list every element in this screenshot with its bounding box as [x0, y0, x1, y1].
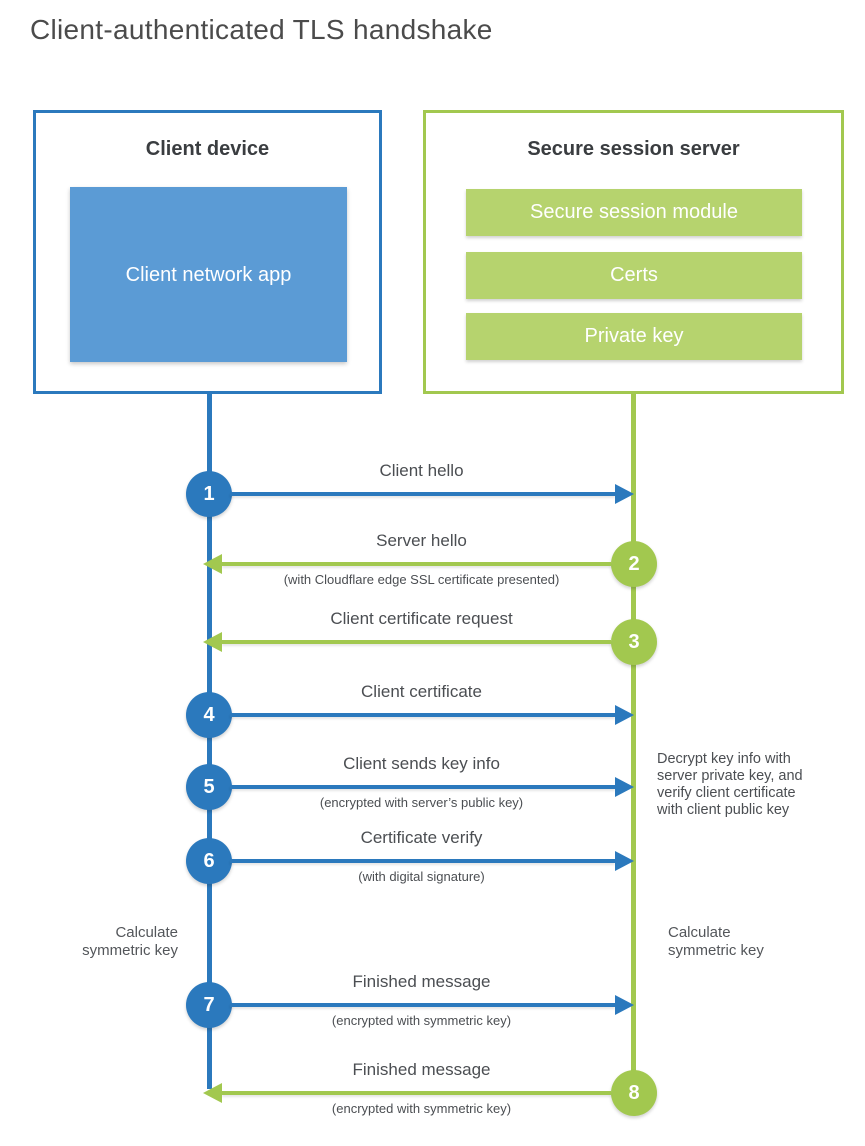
arrow-head-right-icon — [615, 705, 634, 725]
arrow-head-right-icon — [615, 851, 634, 871]
arrow-subtext: (encrypted with server’s public key) — [319, 795, 524, 810]
step-number-badge: 1 — [186, 471, 232, 517]
calc-symmetric-key-server: Calculate symmetric key — [668, 924, 828, 960]
client-lifeline — [207, 392, 212, 1089]
arrow-line — [222, 562, 611, 566]
step-number-badge: 5 — [186, 764, 232, 810]
client-device-title: Client device — [145, 138, 270, 160]
note-line: Decrypt key info with — [657, 751, 791, 767]
arrow-line — [222, 1091, 611, 1095]
arrow-subtext: (with digital signature) — [358, 869, 485, 884]
client-network-app-label: Client network app — [125, 263, 292, 286]
step-number-badge: 8 — [611, 1070, 657, 1116]
server-module-secure-session: Secure session module — [466, 189, 802, 236]
arrow-line — [230, 492, 615, 496]
arrow-line — [230, 785, 615, 789]
step-number-badge: 6 — [186, 838, 232, 884]
arrow-head-left-icon — [203, 1083, 222, 1103]
calc-symmetric-key-client: Calculate symmetric key — [18, 924, 178, 960]
secure-session-server-title: Secure session server — [527, 138, 740, 160]
arrow-label: Client sends key info — [343, 754, 500, 773]
arrow-head-right-icon — [615, 777, 634, 797]
calc-line: symmetric key — [668, 942, 764, 959]
note-line: server private key, and — [657, 768, 803, 784]
arrow-label: Finished message — [352, 972, 491, 991]
step-number-badge: 2 — [611, 541, 657, 587]
arrow-head-left-icon — [203, 632, 222, 652]
calc-line: Calculate — [115, 924, 178, 941]
server-module-certs: Certs — [466, 252, 802, 299]
note-line: verify client certificate — [657, 785, 796, 801]
arrow-subtext: (encrypted with symmetric key) — [331, 1013, 512, 1028]
client-network-app-node: Client network app — [70, 187, 347, 362]
calc-line: symmetric key — [82, 942, 178, 959]
calc-line: Calculate — [668, 924, 731, 941]
server-lifeline — [631, 393, 636, 1093]
arrow-subtext: (encrypted with symmetric key) — [331, 1101, 512, 1116]
step-number-badge: 7 — [186, 982, 232, 1028]
arrow-head-right-icon — [615, 484, 634, 504]
page-title: Client-authenticated TLS handshake — [30, 14, 493, 45]
server-module-private-key: Private key — [466, 313, 802, 360]
arrow-line — [230, 1003, 615, 1007]
server-decrypt-note: Decrypt key info with server private key… — [657, 751, 847, 819]
arrow-label: Client certificate request — [330, 609, 513, 628]
arrow-label: Client hello — [379, 461, 464, 480]
arrow-label: Finished message — [352, 1060, 491, 1079]
arrow-subtext: (with Cloudflare edge SSL certificate pr… — [283, 572, 560, 587]
arrow-label: Server hello — [376, 531, 467, 550]
arrow-label: Client certificate — [361, 682, 482, 701]
step-number-badge: 3 — [611, 619, 657, 665]
arrow-line — [230, 713, 615, 717]
step-number-badge: 4 — [186, 692, 232, 738]
arrow-label: Certificate verify — [360, 828, 483, 847]
note-line: with client public key — [657, 802, 790, 818]
arrow-head-right-icon — [615, 995, 634, 1015]
arrow-head-left-icon — [203, 554, 222, 574]
arrow-line — [230, 859, 615, 863]
arrow-line — [222, 640, 611, 644]
